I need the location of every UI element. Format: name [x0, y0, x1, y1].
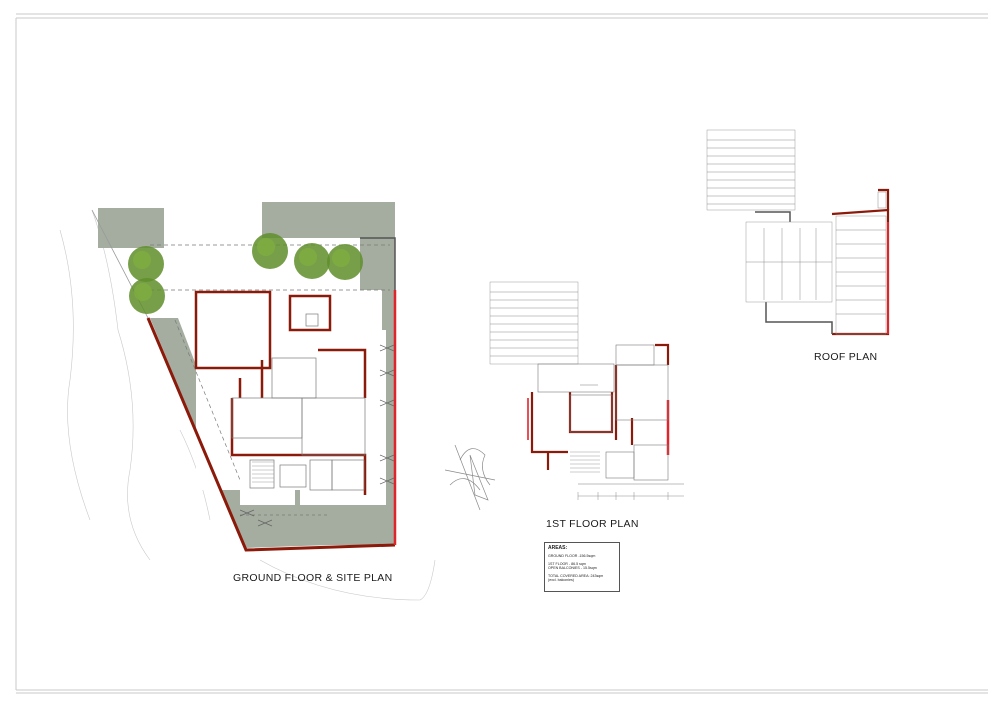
roof-panels [745, 191, 887, 335]
sheet-border [15, 13, 988, 694]
first-floor-dimension-line [577, 492, 684, 500]
roof-top-hatch [706, 129, 796, 211]
tree-icon [129, 278, 165, 314]
tree-icon [327, 244, 363, 280]
ground-floor-plan-title: GROUND FLOOR & SITE PLAN [233, 572, 393, 584]
ground-floor-stair [252, 461, 274, 483]
roof-plan-title: ROOF PLAN [814, 351, 878, 363]
area-first-floor: 1ST FLOOR - 86.5 sqm [548, 561, 586, 566]
first-floor-plan-title: 1ST FLOOR PLAN [546, 518, 639, 530]
north-arrow-icon [444, 444, 496, 511]
first-floor-inner-lines [537, 344, 684, 485]
tree-icon [252, 233, 288, 269]
areas-heading: AREAS: [548, 545, 568, 551]
trees [128, 233, 363, 314]
ground-floor-site-plan [59, 202, 436, 601]
tree-icon [294, 243, 330, 279]
area-total-note: (excl. balconies) [548, 578, 574, 583]
area-total-covered: TOTAL COVERED AREA: 243sqm [548, 573, 604, 578]
areas-table: AREAS: GROUND FLOOR -156.5sqm 1ST FLOOR … [544, 542, 620, 592]
area-ground-floor: GROUND FLOOR -156.5sqm [548, 554, 596, 558]
first-floor-balcony-hatch [489, 281, 579, 365]
first-floor-plan [489, 281, 684, 500]
window-markers [239, 344, 395, 527]
roof-plan [706, 129, 890, 336]
building-footprint [196, 290, 386, 505]
tree-icon [128, 246, 164, 282]
area-open-balconies: OPEN BALCONIES - 15.5sqm [548, 566, 597, 571]
first-floor-stair [570, 451, 600, 473]
